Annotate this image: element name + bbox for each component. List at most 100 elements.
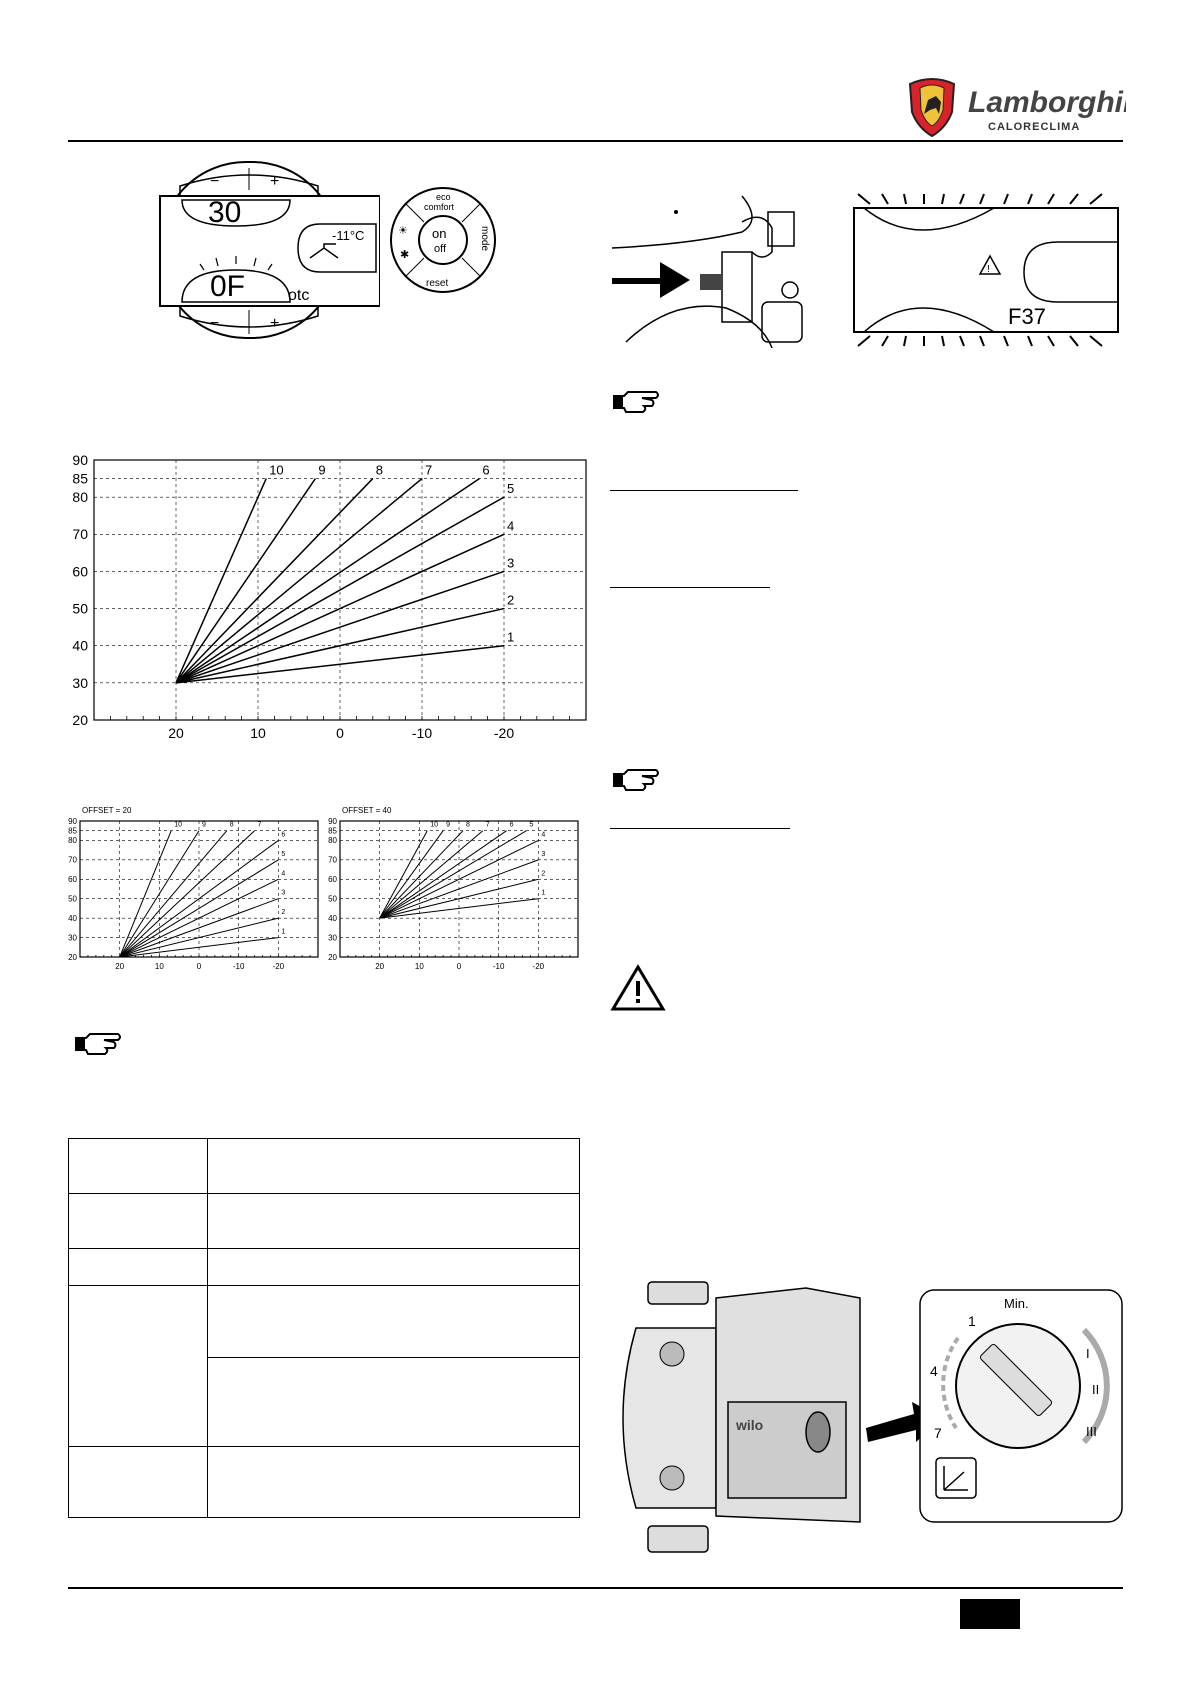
curve-line — [119, 840, 279, 958]
curve-line — [175, 478, 374, 684]
x-tick-label: -10 — [493, 962, 505, 970]
curve-label: 4 — [281, 870, 285, 877]
svg-text:comfort: comfort — [424, 202, 455, 212]
table-row — [68, 1446, 580, 1518]
svg-text:mode: mode — [479, 226, 490, 251]
pump-illustration: wilo Min. 1 4 7 I II III — [606, 1278, 1126, 1556]
footer-rule — [68, 1587, 1123, 1589]
y-tick-label: 30 — [328, 933, 337, 942]
plus-icon[interactable]: + — [270, 173, 279, 190]
y-tick-label: 90 — [72, 452, 88, 468]
curve-label: 2 — [541, 870, 545, 877]
fault-display: ! F37 — [848, 192, 1124, 348]
curve-line — [175, 478, 267, 684]
chart-title: OFFSET = 40 — [342, 806, 392, 815]
minus-icon[interactable]: − — [210, 173, 219, 190]
curve-label: 9 — [446, 822, 450, 829]
svg-text:Lamborghini: Lamborghini — [968, 86, 1126, 119]
curve-label: 8 — [230, 822, 234, 829]
control-knob[interactable]: eco comfort on off mode reset ☀ ✱ — [388, 182, 498, 300]
curve-mode-icon — [935, 1457, 977, 1499]
valve-icon — [700, 274, 722, 290]
curve-line — [379, 830, 527, 919]
curve-line — [119, 830, 200, 958]
curve-line — [175, 570, 505, 684]
curve-label: 1 — [541, 890, 545, 897]
curve-label: 10 — [174, 822, 182, 829]
y-tick-label: 85 — [328, 827, 337, 836]
x-tick-label: 20 — [168, 725, 184, 741]
section-rule — [610, 490, 798, 491]
y-tick-label: 30 — [72, 675, 88, 691]
curve-line — [119, 937, 279, 958]
lower-value: 0F — [210, 270, 245, 303]
x-tick-label: 10 — [155, 962, 164, 970]
curve-line — [119, 830, 172, 958]
curve-label: 7 — [425, 463, 432, 478]
fault-code: F37 — [1008, 304, 1046, 329]
section-rule — [610, 587, 770, 588]
y-tick-label: 80 — [68, 836, 77, 845]
curve-label: 9 — [202, 822, 206, 829]
curve-line — [175, 533, 505, 684]
curve-line — [175, 478, 317, 684]
y-tick-label: 80 — [328, 836, 337, 845]
curve-line — [379, 830, 484, 919]
section-rule — [610, 828, 790, 829]
table-row — [68, 1285, 580, 1447]
x-tick-label: 20 — [115, 962, 124, 970]
svg-text:on: on — [432, 226, 446, 241]
sun-icon: ☀ — [398, 225, 408, 237]
curve-line — [119, 898, 279, 958]
curve-label: 1 — [507, 630, 514, 645]
pump-knob[interactable] — [805, 1411, 831, 1453]
x-tick-label: 10 — [415, 962, 424, 970]
warning-icon — [610, 964, 666, 1012]
y-tick-label: 40 — [328, 914, 337, 923]
y-tick-label: 90 — [328, 817, 337, 826]
y-tick-label: 80 — [72, 489, 88, 505]
curve-label: 4 — [507, 518, 514, 533]
warning-icon — [978, 254, 1002, 275]
curve-line — [379, 830, 507, 919]
y-tick-label: 70 — [72, 526, 88, 542]
x-tick-label: 0 — [457, 962, 462, 970]
snowflake-icon: ✱ — [400, 249, 409, 261]
note-hand-icon — [612, 388, 664, 416]
y-tick-label: 20 — [328, 953, 337, 962]
chart-title: OFFSET = 20 — [82, 806, 132, 815]
plus-icon[interactable]: + — [270, 315, 279, 332]
svg-text:4: 4 — [930, 1363, 938, 1379]
y-tick-label: 85 — [68, 827, 77, 836]
y-tick-label: 60 — [68, 875, 77, 884]
curve-label: 5 — [281, 851, 285, 858]
svg-text:I: I — [1086, 1346, 1090, 1361]
curve-label: 10 — [269, 463, 283, 478]
y-tick-label: 20 — [68, 953, 77, 962]
x-tick-label: 20 — [375, 962, 384, 970]
y-tick-label: 90 — [68, 817, 77, 826]
curve-line — [175, 477, 480, 684]
curve-label: 6 — [510, 822, 514, 829]
curve-line — [119, 830, 228, 958]
y-tick-label: 85 — [72, 470, 88, 486]
valve-illustration — [611, 192, 830, 349]
curve-label: 3 — [541, 851, 545, 858]
svg-text:!: ! — [987, 264, 990, 275]
arrow-icon — [612, 262, 690, 298]
curve-label: 1 — [281, 929, 285, 936]
x-tick-label: 10 — [250, 725, 266, 741]
minus-icon[interactable]: − — [210, 315, 219, 332]
curve-label: 4 — [541, 831, 545, 838]
curve-line — [379, 839, 539, 919]
svg-text:reset: reset — [426, 278, 448, 289]
curve-line — [175, 496, 505, 684]
brand-logo: Lamborghini CALORECLIMA — [906, 74, 1150, 138]
curve-line — [119, 859, 279, 958]
y-tick-label: 50 — [68, 895, 77, 904]
header-rule — [68, 140, 1123, 142]
curve-line — [379, 878, 539, 919]
curve-label: 2 — [281, 909, 285, 916]
curve-line — [175, 607, 505, 684]
